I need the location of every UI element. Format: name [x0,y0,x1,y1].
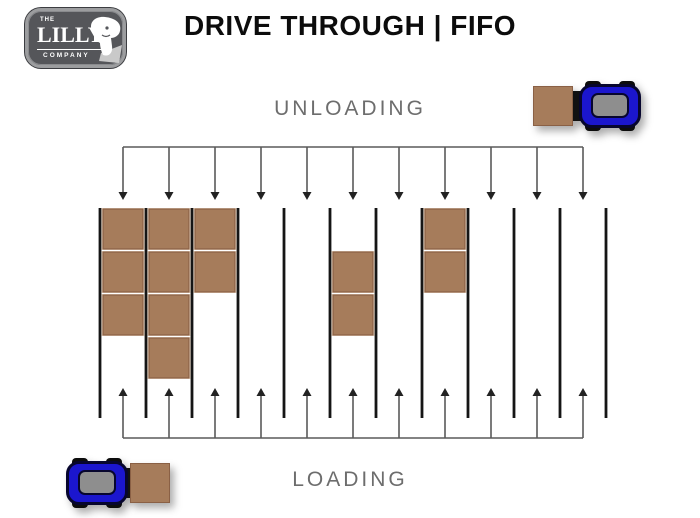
logo-the-text: THE [40,17,55,23]
unloading-arrowhead [210,192,220,200]
pallet [102,208,144,250]
loading-arrowhead [532,388,542,396]
forklift-pallet-load [130,463,170,503]
pallet [424,251,466,293]
unloading-label: UNLOADING [274,97,426,120]
loading-arrowhead [440,388,450,396]
elephant-icon [91,16,122,63]
loading-arrowhead [118,388,128,396]
loading-arrowhead [210,388,220,396]
unloading-arrowhead [348,192,358,200]
unloading-arrowhead [440,192,450,200]
pallet [332,294,374,336]
unloading-arrowhead [532,192,542,200]
loading-arrowhead [164,388,174,396]
pallet [194,208,236,250]
unloading-arrowhead [394,192,404,200]
pallet [148,208,190,250]
loading-arrowhead [578,388,588,396]
pallet [194,251,236,293]
pallet [102,294,144,336]
forklift-unloading [533,81,643,132]
unloading-arrowhead [164,192,174,200]
pallet [332,251,374,293]
logo-company-text: COMPANY [43,52,90,59]
page-title: DRIVE THROUGH | FIFO [183,10,517,41]
loading-arrowhead [394,388,404,396]
lilly-company-logo: THE LILLY COMPANY [25,8,126,68]
pallet [424,208,466,250]
forklift-pallet-load [533,86,573,126]
unloading-arrowhead [118,192,128,200]
loading-arrowhead [302,388,312,396]
forklift-loading [64,458,174,509]
forklift-cab [78,470,116,495]
unloading-arrowhead [486,192,496,200]
unloading-arrowhead [256,192,266,200]
pallet [102,251,144,293]
loading-arrowhead [348,388,358,396]
unloading-arrowhead [578,192,588,200]
unloading-arrowhead [302,192,312,200]
forklift-cab [591,93,629,118]
pallet [148,337,190,379]
loading-label: LOADING [292,468,408,491]
forklift-mast [571,91,581,121]
loading-arrowhead [256,388,266,396]
loading-arrowhead [486,388,496,396]
pallet [148,251,190,293]
pallet [148,294,190,336]
